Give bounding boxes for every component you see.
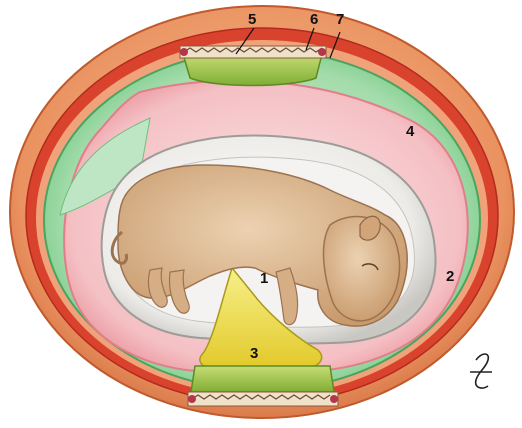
label-amnion: 1: [260, 270, 268, 287]
label-uterine-wall: 7: [336, 11, 344, 28]
label-maternal-vessels: 6: [310, 11, 318, 28]
lower-vessel-left: [188, 395, 196, 403]
maternal-vessel-right: [318, 48, 326, 56]
label-placenta-upper: 5: [248, 11, 256, 28]
maternal-vessel-left: [180, 48, 188, 56]
label-allantois: 2: [446, 268, 454, 285]
label-chorion: 4: [406, 123, 415, 140]
artist-signature: [470, 354, 492, 388]
placenta-lower: [191, 366, 334, 392]
label-yolk-sac: 3: [250, 345, 258, 362]
placenta-upper: [183, 54, 322, 86]
lower-vessel-right: [330, 395, 338, 403]
